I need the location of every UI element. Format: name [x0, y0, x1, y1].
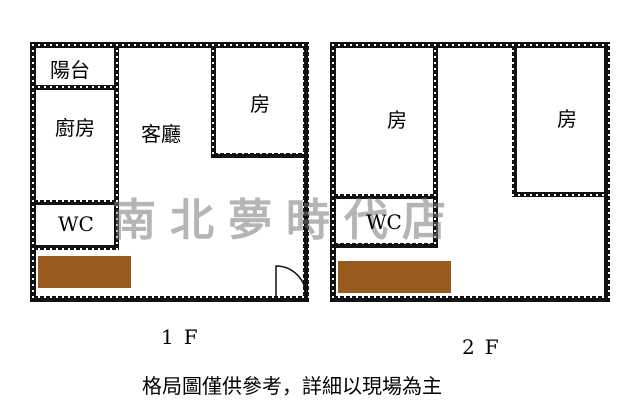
floor1-living-label: 客廳 — [141, 122, 181, 146]
floor1-caption: 1F — [161, 325, 208, 349]
floor1-wc-label: WC — [58, 212, 94, 236]
floor1-balcony-label: 陽台 — [50, 58, 90, 82]
floor1-bedroom-label: 房 — [250, 92, 270, 116]
disclaimer-note: 格局圖僅供參考，詳細以現場為主 — [142, 374, 442, 398]
floor2-right-bedroom-label: 房 — [557, 107, 577, 131]
floor1-kitchen-label: 廚房 — [55, 116, 95, 140]
floor1-outer-wall — [30, 42, 309, 302]
floor2-right-bedroom-wall — [512, 45, 517, 195]
floor1-plan — [30, 42, 309, 302]
floor2-outer-wall — [330, 42, 610, 302]
floor1-bedroom-wall — [211, 45, 216, 158]
watermark: 南北夢時代店 — [112, 195, 460, 246]
floor2-caption: 2F — [462, 335, 509, 359]
floor1-stair — [38, 256, 131, 288]
floor2-plan — [330, 42, 610, 302]
floor2-left-bedroom-label: 房 — [387, 108, 407, 132]
floor1-left-column-wall — [114, 45, 119, 85]
floor2-stair — [338, 261, 451, 293]
floor2-left-bedroom-wall — [433, 45, 438, 247]
floor1-door-icon — [275, 265, 307, 297]
floor2-wc-label: WC — [366, 210, 402, 234]
